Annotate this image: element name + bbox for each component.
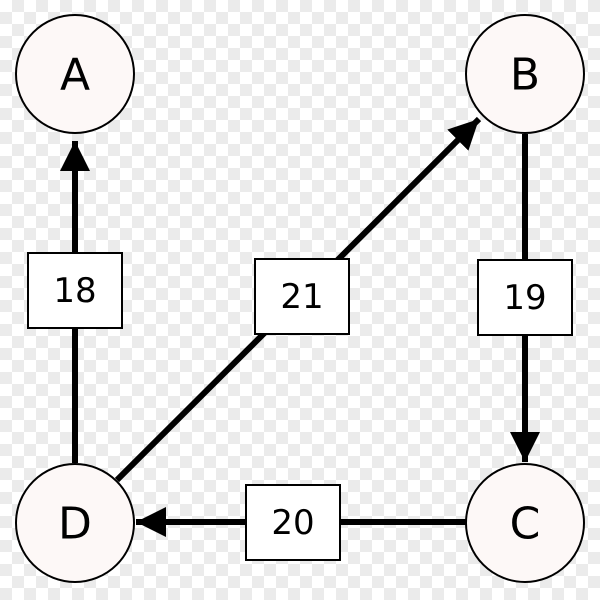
weight-label: 21	[280, 277, 323, 317]
node-label: A	[60, 50, 90, 101]
node-c: C	[465, 463, 585, 583]
node-label: D	[58, 499, 92, 550]
node-d: D	[15, 463, 135, 583]
weight-label: 19	[503, 278, 546, 318]
node-b: B	[465, 14, 585, 134]
node-circle	[465, 463, 585, 583]
weight-box	[254, 258, 350, 335]
node-circle	[15, 463, 135, 583]
node-circle	[465, 14, 585, 134]
node-a: A	[15, 14, 135, 134]
node-label: C	[510, 499, 541, 550]
edge-b-to-c: 19	[477, 134, 573, 462]
weight-label: 20	[271, 503, 314, 543]
edge-c-to-d: 20	[136, 484, 466, 561]
weight-label: 18	[53, 271, 96, 311]
edge-d-to-a: 18	[27, 141, 123, 463]
edge-d-to-b: 21	[114, 116, 482, 483]
weight-box	[27, 252, 123, 329]
weight-box	[245, 484, 341, 561]
node-circle	[15, 14, 135, 134]
weight-box	[477, 259, 573, 336]
node-label: B	[510, 50, 540, 101]
